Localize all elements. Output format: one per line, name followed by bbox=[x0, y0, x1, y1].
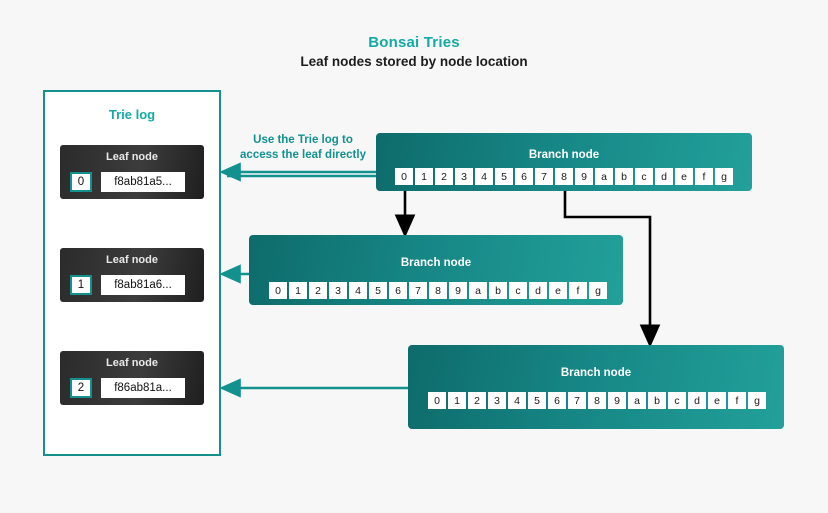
nibble-cell[interactable]: g bbox=[589, 282, 607, 299]
annotation-line-2: access the leaf directly bbox=[240, 149, 366, 161]
branch-node-label: Branch node bbox=[528, 149, 600, 161]
nibble-cell[interactable]: 6 bbox=[515, 168, 533, 185]
nibble-cell[interactable]: 4 bbox=[508, 392, 526, 409]
leaf-index-box: 2 bbox=[70, 378, 92, 398]
nibble-cell[interactable]: e bbox=[675, 168, 693, 185]
nibble-cell[interactable]: 7 bbox=[568, 392, 586, 409]
nibble-cell[interactable]: 8 bbox=[429, 282, 447, 299]
nibble-cell[interactable]: 2 bbox=[309, 282, 327, 299]
nibble-cell[interactable]: 0 bbox=[428, 392, 446, 409]
leaf-node-row: 2 f86ab81a... bbox=[70, 378, 185, 398]
leaf-index-box: 1 bbox=[70, 275, 92, 295]
nibble-cell[interactable]: 4 bbox=[475, 168, 493, 185]
nibble-cell[interactable]: 6 bbox=[548, 392, 566, 409]
leaf-node-row: 1 f8ab81a6... bbox=[70, 275, 185, 295]
nibble-cell[interactable]: f bbox=[695, 168, 713, 185]
nibble-cell[interactable]: 0 bbox=[395, 168, 413, 185]
nibble-cell[interactable]: 3 bbox=[488, 392, 506, 409]
nibble-cell[interactable]: b bbox=[648, 392, 666, 409]
nibble-cell[interactable]: 1 bbox=[289, 282, 307, 299]
trie-log-title: Trie log bbox=[108, 107, 156, 122]
page-subtitle: Leaf nodes stored by node location bbox=[300, 54, 528, 69]
branch-node-label: Branch node bbox=[560, 367, 632, 379]
nibble-cell[interactable]: 4 bbox=[349, 282, 367, 299]
nibble-cell[interactable]: e bbox=[708, 392, 726, 409]
nibble-cell[interactable]: d bbox=[529, 282, 547, 299]
nibble-cell[interactable]: a bbox=[469, 282, 487, 299]
leaf-hash-box: f8ab81a6... bbox=[101, 275, 185, 295]
nibble-cell[interactable]: d bbox=[655, 168, 673, 185]
nibble-cell[interactable]: 9 bbox=[608, 392, 626, 409]
nibble-cell[interactable]: g bbox=[748, 392, 766, 409]
nibble-cell[interactable]: 9 bbox=[449, 282, 467, 299]
nibble-cell[interactable]: 5 bbox=[495, 168, 513, 185]
nibble-cell[interactable]: e bbox=[549, 282, 567, 299]
nibble-cell[interactable]: 1 bbox=[415, 168, 433, 185]
nibble-cell[interactable]: c bbox=[668, 392, 686, 409]
nibble-cell[interactable]: g bbox=[715, 168, 733, 185]
leaf-node-card-0[interactable]: Leaf node 0 f8ab81a5... bbox=[60, 145, 204, 199]
nibble-cell[interactable]: 2 bbox=[435, 168, 453, 185]
nibble-cell[interactable]: d bbox=[688, 392, 706, 409]
nibble-cell[interactable]: a bbox=[628, 392, 646, 409]
nibble-cell[interactable]: 5 bbox=[369, 282, 387, 299]
nibble-cell[interactable]: c bbox=[509, 282, 527, 299]
nibble-cell[interactable]: 7 bbox=[409, 282, 427, 299]
nibble-cell[interactable]: 6 bbox=[389, 282, 407, 299]
nibble-cell[interactable]: 3 bbox=[455, 168, 473, 185]
nibble-cell[interactable]: c bbox=[635, 168, 653, 185]
nibble-cell[interactable]: 8 bbox=[588, 392, 606, 409]
leaf-hash-box: f8ab81a5... bbox=[101, 172, 185, 192]
leaf-node-label: Leaf node bbox=[106, 357, 158, 369]
nibble-cell[interactable]: 5 bbox=[528, 392, 546, 409]
page-title: Bonsai Tries bbox=[368, 34, 460, 51]
annotation-text: Use the Trie log to access the leaf dire… bbox=[222, 133, 384, 163]
leaf-node-row: 0 f8ab81a5... bbox=[70, 172, 185, 192]
annotation-line-1: Use the Trie log to bbox=[253, 134, 353, 146]
nibble-cell[interactable]: 0 bbox=[269, 282, 287, 299]
leaf-node-label: Leaf node bbox=[106, 254, 158, 266]
leaf-index-box: 0 bbox=[70, 172, 92, 192]
leaf-node-card-2[interactable]: Leaf node 2 f86ab81a... bbox=[60, 351, 204, 405]
nibble-cell[interactable]: 3 bbox=[329, 282, 347, 299]
leaf-node-label: Leaf node bbox=[106, 151, 158, 163]
nibble-cell[interactable]: 8 bbox=[555, 168, 573, 185]
nibble-cell[interactable]: 7 bbox=[535, 168, 553, 185]
leaf-hash-box: f86ab81a... bbox=[101, 378, 185, 398]
nibble-cell[interactable]: 1 bbox=[448, 392, 466, 409]
nibble-cell[interactable]: f bbox=[728, 392, 746, 409]
branch-node-label: Branch node bbox=[400, 257, 472, 269]
nibble-cell[interactable]: f bbox=[569, 282, 587, 299]
nibble-cell[interactable]: 2 bbox=[468, 392, 486, 409]
nibble-cell[interactable]: b bbox=[615, 168, 633, 185]
nibble-cell[interactable]: b bbox=[489, 282, 507, 299]
nibble-cell[interactable]: 9 bbox=[575, 168, 593, 185]
leaf-node-card-1[interactable]: Leaf node 1 f8ab81a6... bbox=[60, 248, 204, 302]
nibble-cell[interactable]: a bbox=[595, 168, 613, 185]
